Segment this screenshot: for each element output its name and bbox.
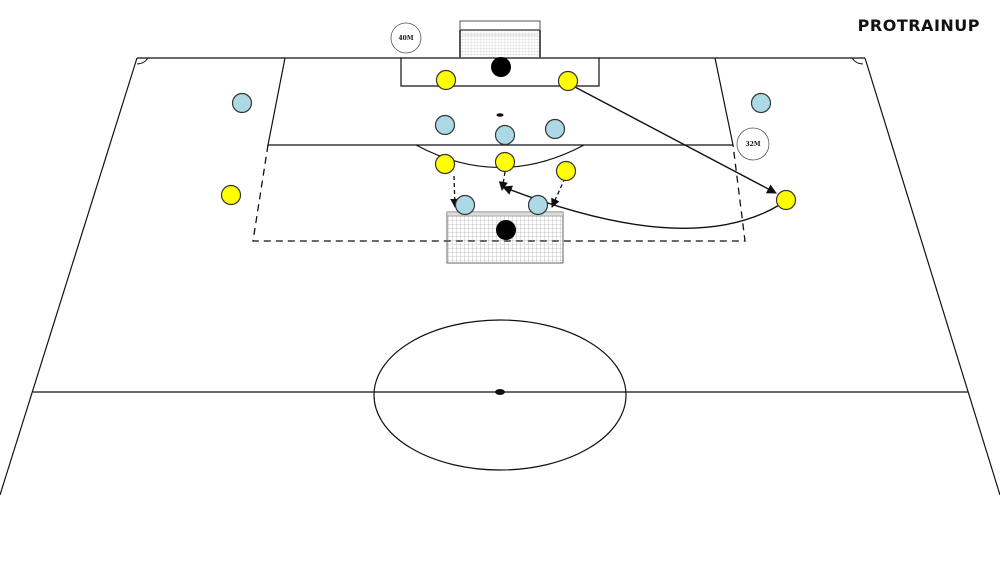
player-blue — [527, 194, 549, 216]
center-circle — [373, 319, 627, 471]
player-yellow — [557, 70, 579, 92]
training-zone-dashed — [252, 144, 746, 242]
pitch-touchline-left — [0, 57, 138, 496]
distance-label-right: 32M — [736, 127, 770, 161]
player-yellow — [434, 153, 456, 175]
svg-text:40M: 40M — [399, 35, 414, 42]
main-goal — [459, 20, 541, 58]
distance-label-top: 40M — [390, 22, 422, 54]
ball — [496, 220, 516, 240]
center-spot — [495, 389, 505, 395]
team-blue — [231, 92, 772, 216]
player-yellow — [494, 151, 516, 173]
pass-arrow-long — [572, 85, 777, 194]
run-arrow-1 — [450, 175, 460, 208]
penalty-spot — [496, 113, 504, 117]
cross-arrow-curved — [502, 185, 782, 229]
player-blue — [454, 194, 476, 216]
player-yellow — [555, 160, 577, 182]
player-blue — [434, 114, 456, 136]
team-yellow — [220, 69, 797, 211]
player-blue — [750, 92, 772, 114]
player-yellow — [775, 189, 797, 211]
goal-area — [400, 58, 600, 87]
corner-arc-right — [851, 57, 864, 65]
pitch-touchline-right — [864, 57, 1000, 496]
player-blue — [231, 92, 253, 114]
player-blue — [544, 118, 566, 140]
player-yellow — [220, 184, 242, 206]
penalty-area — [267, 57, 734, 146]
corner-arc-left — [136, 57, 149, 65]
player-blue — [494, 124, 516, 146]
run-arrow-3 — [551, 177, 566, 208]
player-yellow — [435, 69, 457, 91]
brand-logo: PROTRAINUP — [857, 16, 980, 35]
svg-text:32M: 32M — [746, 141, 761, 148]
ball — [491, 57, 511, 77]
